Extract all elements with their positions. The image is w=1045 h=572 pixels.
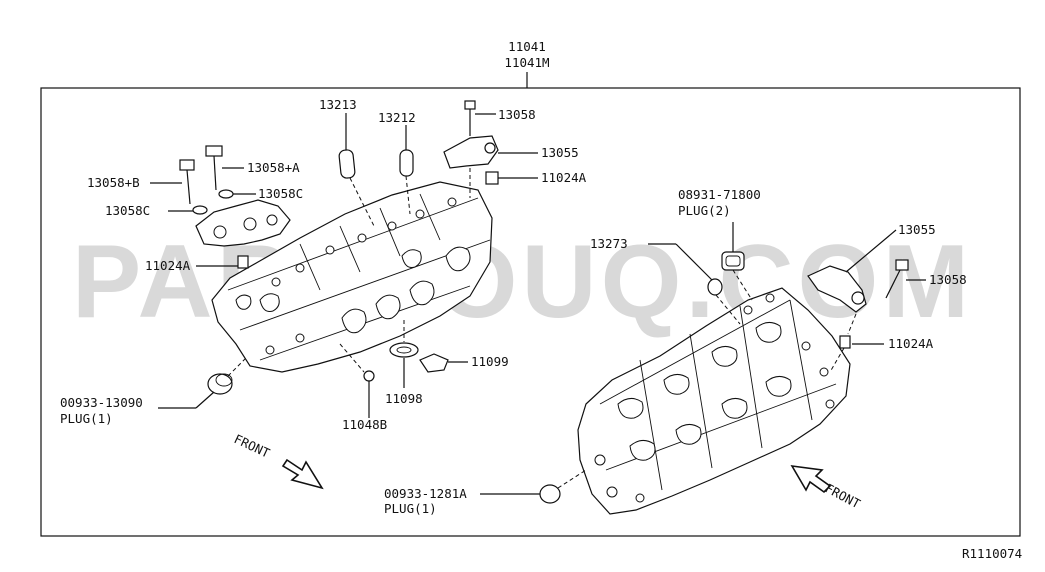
label-13213[interactable]: 13213 <box>319 97 357 112</box>
part-number-11041[interactable]: 11041 <box>508 39 546 54</box>
part-11098-seal[interactable] <box>389 320 419 388</box>
label-front-right: FRONT <box>823 480 864 511</box>
diagram-frame <box>40 87 1021 537</box>
diagram-code: R1110074 <box>962 546 1022 561</box>
label-front-left: FRONT <box>232 431 273 461</box>
part-13273-seal[interactable] <box>648 243 741 325</box>
part-13058c-washer-left[interactable] <box>168 205 208 215</box>
part-13058b-bolt[interactable] <box>150 159 195 205</box>
part-13058-bolt-right[interactable] <box>885 259 926 299</box>
label-13212[interactable]: 13212 <box>378 110 416 125</box>
label-plug-1-right[interactable]: PLUG(1) <box>384 501 437 516</box>
label-00933-1281a[interactable]: 00933-1281A <box>384 486 467 501</box>
label-11098[interactable]: 11098 <box>385 391 423 406</box>
label-13273[interactable]: 13273 <box>590 236 628 251</box>
left-bracket[interactable] <box>195 199 291 247</box>
label-13058-top[interactable]: 13058 <box>498 107 536 122</box>
front-arrow-right <box>790 464 832 494</box>
part-11024a-left[interactable] <box>196 255 249 269</box>
part-13212-dowel[interactable] <box>399 125 414 215</box>
front-arrow-left <box>281 458 324 490</box>
label-11099[interactable]: 11099 <box>471 354 509 369</box>
part-number-11041m[interactable]: 11041M <box>504 55 549 70</box>
label-08931-71800[interactable]: 08931-71800 <box>678 187 761 202</box>
label-00933-13090[interactable]: 00933-13090 <box>60 395 143 410</box>
label-13058b[interactable]: 13058+B <box>87 175 140 190</box>
part-00933-13090-plug[interactable] <box>158 357 247 409</box>
part-11048b-plug[interactable] <box>339 343 375 418</box>
label-13058a[interactable]: 13058+A <box>247 160 300 175</box>
label-13055-left[interactable]: 13055 <box>541 145 579 160</box>
part-11024a-top[interactable] <box>485 171 538 185</box>
part-11024a-right[interactable] <box>829 313 884 373</box>
part-11099-seal[interactable] <box>419 353 468 373</box>
part-13055-sensor-left[interactable] <box>443 135 538 198</box>
label-11048b[interactable]: 11048B <box>342 417 387 432</box>
label-13058-right[interactable]: 13058 <box>929 272 967 287</box>
label-11024a-left[interactable]: 11024A <box>145 258 191 273</box>
right-cylinder-head <box>577 287 851 515</box>
part-13058a-bolt[interactable] <box>205 145 244 191</box>
label-13058c-left[interactable]: 13058C <box>105 203 150 218</box>
label-plug-1-left[interactable]: PLUG(1) <box>60 411 113 426</box>
part-13213-dowel[interactable] <box>338 113 375 227</box>
part-08931-71800-plug[interactable] <box>721 222 753 301</box>
part-00933-1281a-plug[interactable] <box>480 469 587 504</box>
label-13055-right[interactable]: 13055 <box>898 222 936 237</box>
label-plug-2[interactable]: PLUG(2) <box>678 203 731 218</box>
label-11024a-right[interactable]: 11024A <box>888 336 934 351</box>
label-11024a-top[interactable]: 11024A <box>541 170 587 185</box>
part-13055-sensor-right[interactable] <box>807 229 897 313</box>
left-cylinder-head <box>211 181 493 373</box>
label-13058c-right[interactable]: 13058C <box>258 186 303 201</box>
part-13058-bolt-top[interactable] <box>464 100 496 136</box>
part-13058c-washer-right[interactable] <box>218 189 256 199</box>
